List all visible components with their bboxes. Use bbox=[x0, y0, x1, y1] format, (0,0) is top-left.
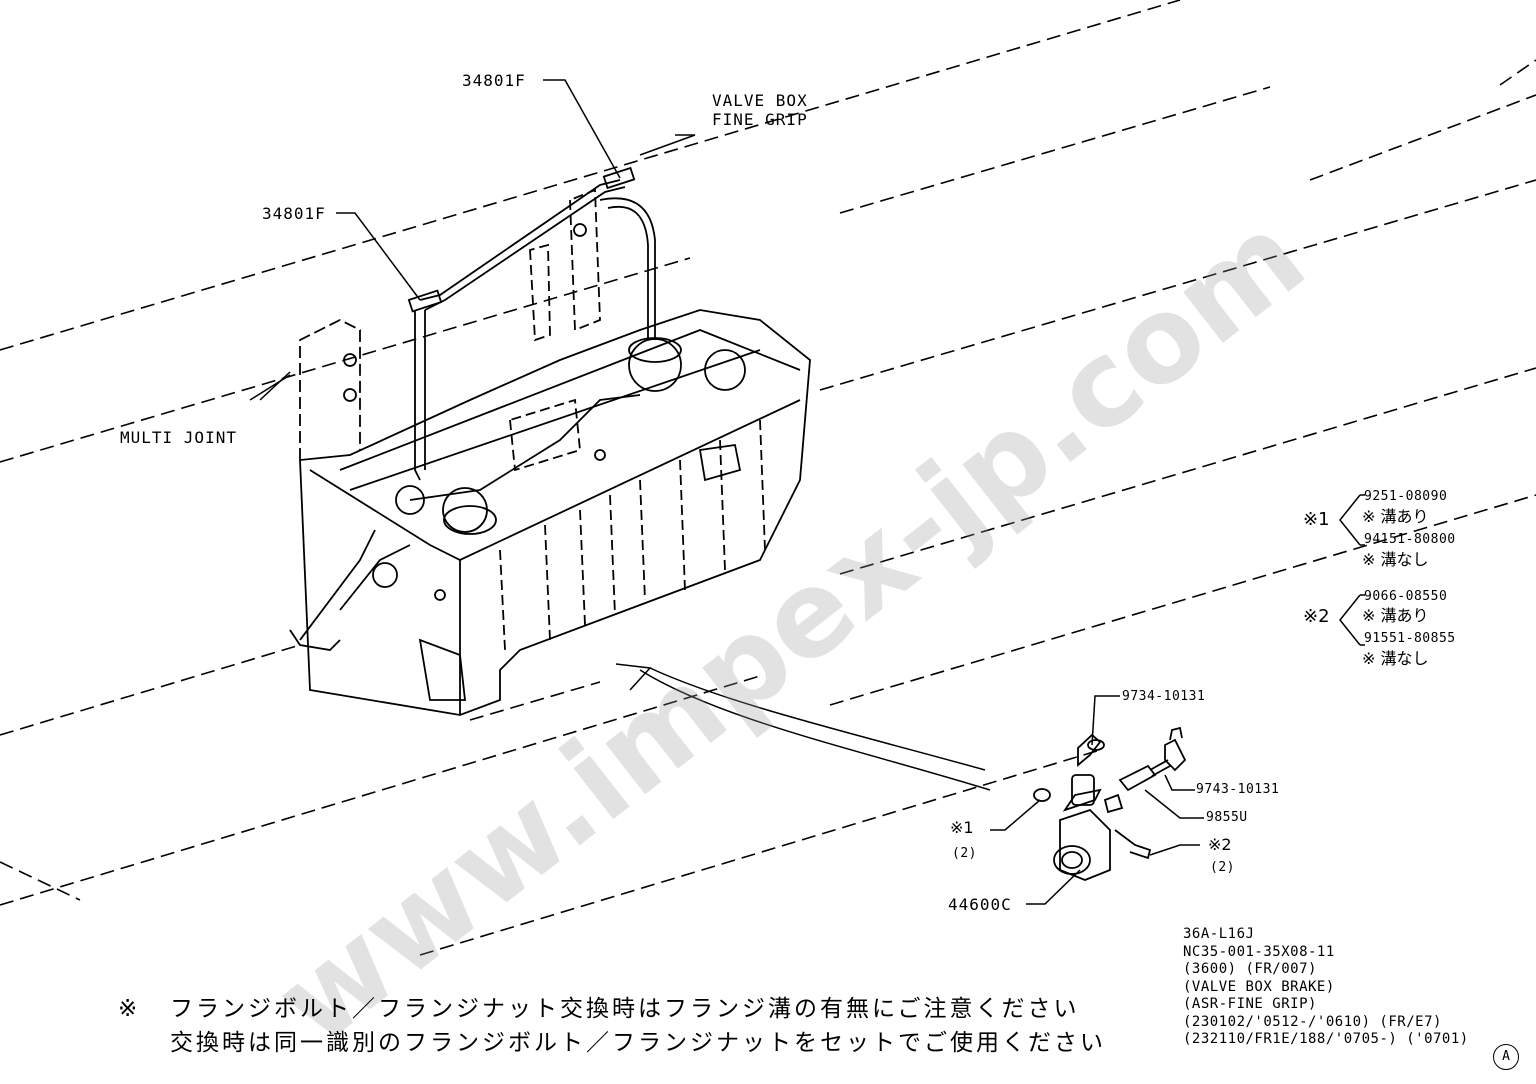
label-9743-10131: 9743-10131 bbox=[1196, 782, 1280, 797]
label-multi-joint: MULTI JOINT bbox=[120, 428, 237, 447]
frame-dash-lines bbox=[0, 0, 1536, 956]
reference-line-4: (VALVE BOX BRAKE) bbox=[1183, 978, 1335, 995]
valve-parts bbox=[1033, 726, 1187, 881]
legend-group2-a-part: 9066-08550 bbox=[1364, 589, 1448, 604]
legend-group2-a-note: ※ 溝あり bbox=[1362, 606, 1429, 625]
legend-group1-mark: ※1 bbox=[1303, 509, 1330, 530]
label-valve-box: VALVE BOX bbox=[712, 91, 808, 110]
label-44600c: 44600C bbox=[948, 895, 1012, 914]
label-9855u: 9855U bbox=[1206, 810, 1248, 825]
legend-group1-b-note: ※ 溝なし bbox=[1362, 550, 1429, 569]
note-mark: ※ bbox=[118, 996, 141, 1022]
label-mark2-qty: (2) bbox=[1210, 860, 1235, 875]
reference-line-6: (230102/'0512-/'0610) (FR/E7) bbox=[1183, 1013, 1442, 1030]
reference-block: 36A-L16J NC35-001-35X08-11 (3600) (FR/00… bbox=[1183, 926, 1469, 1049]
reference-line-5: (ASR-FINE GRIP) bbox=[1183, 996, 1317, 1012]
reference-line-2: NC35-001-35X08-11 bbox=[1183, 943, 1335, 960]
reference-line-1: 36A-L16J bbox=[1183, 926, 1255, 942]
legend-group1-b-part: 94151-80800 bbox=[1364, 532, 1456, 547]
leader-lines bbox=[249, 79, 1204, 905]
label-mark1-qty: (2) bbox=[952, 846, 977, 861]
tank-body bbox=[289, 188, 811, 716]
label-mark1: ※1 bbox=[950, 818, 974, 837]
corner-mark: A bbox=[1493, 1044, 1519, 1070]
legend-group1-a-part: 9251-08090 bbox=[1364, 489, 1448, 504]
note-line-2: 交換時は同一識別のフランジボルト／フランジナットをセットでご使用ください bbox=[170, 1030, 1106, 1056]
note-line-1: フランジボルト／フランジナット交換時はフランジ溝の有無にご注意ください bbox=[170, 996, 1080, 1022]
label-34801f-top: 34801F bbox=[462, 71, 526, 90]
legend-group2-b-note: ※ 溝なし bbox=[1362, 649, 1429, 668]
reference-line-3: (3600) (FR/007) bbox=[1183, 961, 1317, 977]
legend-group2-b-part: 91551-80855 bbox=[1364, 631, 1456, 646]
label-fine-grip: FINE GRIP bbox=[712, 110, 808, 129]
label-9734-10131: 9734-10131 bbox=[1122, 689, 1206, 704]
legend-group1-a-note: ※ 溝あり bbox=[1362, 507, 1429, 526]
legend-brackets bbox=[1339, 494, 1365, 646]
brake-pipes bbox=[407, 166, 656, 501]
label-mark2: ※2 bbox=[1208, 835, 1232, 854]
label-34801f-left: 34801F bbox=[262, 204, 326, 223]
reference-line-7: (232110/FR1E/188/'0705-) ('0701) bbox=[1183, 1031, 1469, 1047]
legend-group2-mark: ※2 bbox=[1303, 606, 1330, 627]
